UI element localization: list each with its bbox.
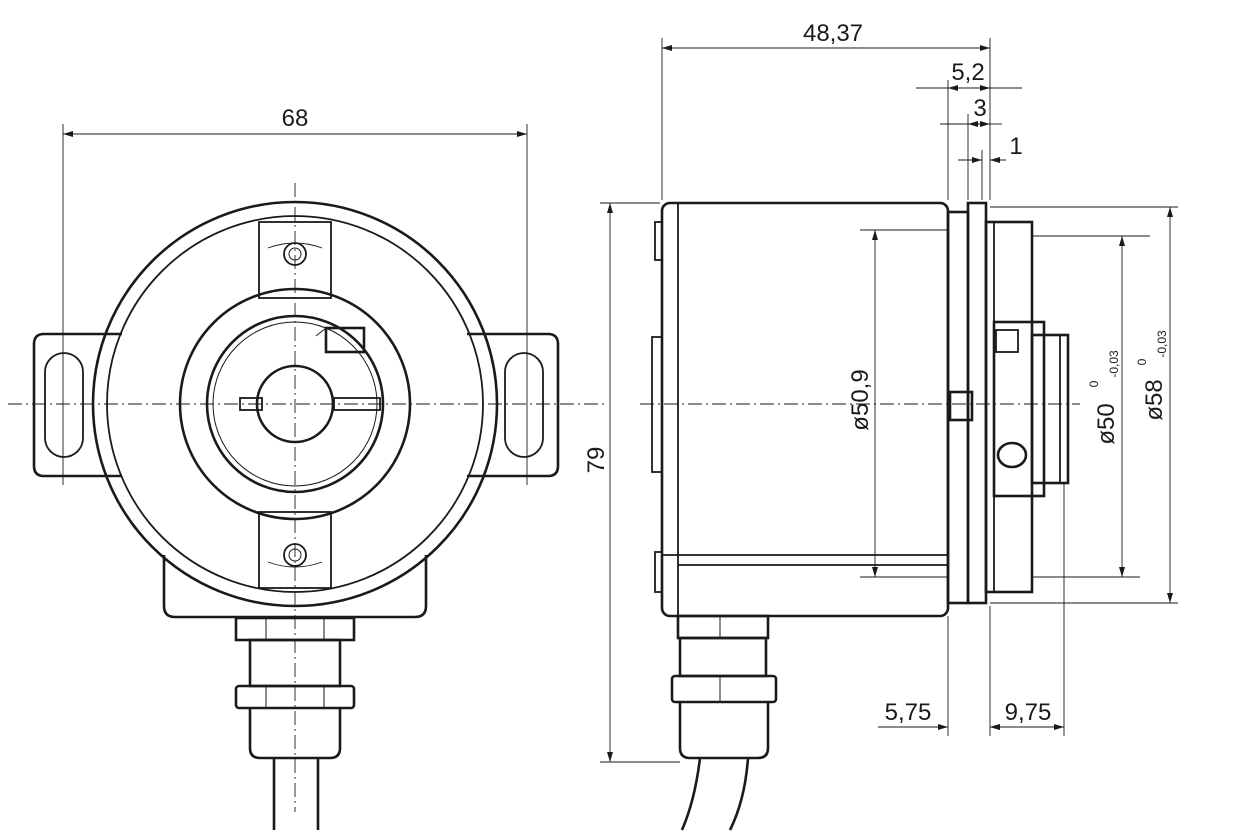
shaft-bore xyxy=(255,364,335,444)
dimension-79-label: 79 xyxy=(583,447,610,474)
inner-housing-ring xyxy=(106,215,484,593)
bottom-clamp-strip xyxy=(258,511,332,589)
dimension-5-75-label: 5,75 xyxy=(885,699,932,726)
dimension-3-label: 3 xyxy=(973,95,986,122)
dimension-d50-label: ø50 xyxy=(1093,403,1120,444)
side-cable-gland xyxy=(670,614,778,831)
dimension-d58: ø58 0 -0,03 xyxy=(990,206,1178,604)
dimension-5-75: 5,75 xyxy=(878,616,1005,736)
shaft-collar-inner xyxy=(212,321,378,487)
dimension-d58-tol-lower: -0,03 xyxy=(1155,330,1169,358)
side-shaft-stub xyxy=(948,390,974,422)
dimension-5-2: 5,2 xyxy=(916,59,1022,200)
cable-gland xyxy=(234,616,356,830)
keyway-right xyxy=(333,397,381,411)
dimension-d50-tol-upper: 0 xyxy=(1087,380,1101,387)
bottom-screw xyxy=(267,543,323,568)
right-mounting-ear xyxy=(467,332,560,478)
dimension-9-75: 9,75 xyxy=(989,483,1065,736)
dimension-3: 3 xyxy=(940,95,1002,200)
dimension-d50-9-label: ø50,9 xyxy=(847,369,874,430)
dimension-68: 68 xyxy=(62,105,528,485)
dimension-1: 1 xyxy=(958,133,1023,200)
front-view: 68 xyxy=(8,105,606,830)
dimension-5-2-label: 5,2 xyxy=(951,59,984,86)
dimension-9-75-label: 9,75 xyxy=(1005,699,1052,726)
left-mounting-ear xyxy=(32,332,122,478)
set-screw-block xyxy=(324,326,366,354)
dimension-d58-tol-upper: 0 xyxy=(1135,358,1149,365)
dimension-d50: ø50 0 -0,03 xyxy=(1032,235,1150,578)
encoder-body xyxy=(660,201,950,618)
shaft-collar-ring xyxy=(205,314,385,494)
dimension-1-label: 1 xyxy=(1009,133,1022,160)
side-view: 48,37 5,2 3 1 xyxy=(583,20,1178,831)
top-screw xyxy=(267,242,323,266)
dimension-48-37: 48,37 xyxy=(661,20,991,200)
dimension-79: 79 xyxy=(583,202,680,763)
side-shaft-hub xyxy=(984,220,1070,594)
top-clamp-strip xyxy=(258,221,332,299)
dimension-48-37-label: 48,37 xyxy=(803,20,863,47)
dimension-68-label: 68 xyxy=(282,105,309,132)
outer-housing xyxy=(91,200,499,608)
dimension-d50-9: ø50,9 xyxy=(847,229,948,578)
keyway-left xyxy=(239,397,263,411)
dimension-d58-label: ø58 xyxy=(1141,379,1168,420)
shaft-collar-outer xyxy=(178,287,412,521)
dimension-d50-tol-lower: -0,03 xyxy=(1107,350,1121,378)
